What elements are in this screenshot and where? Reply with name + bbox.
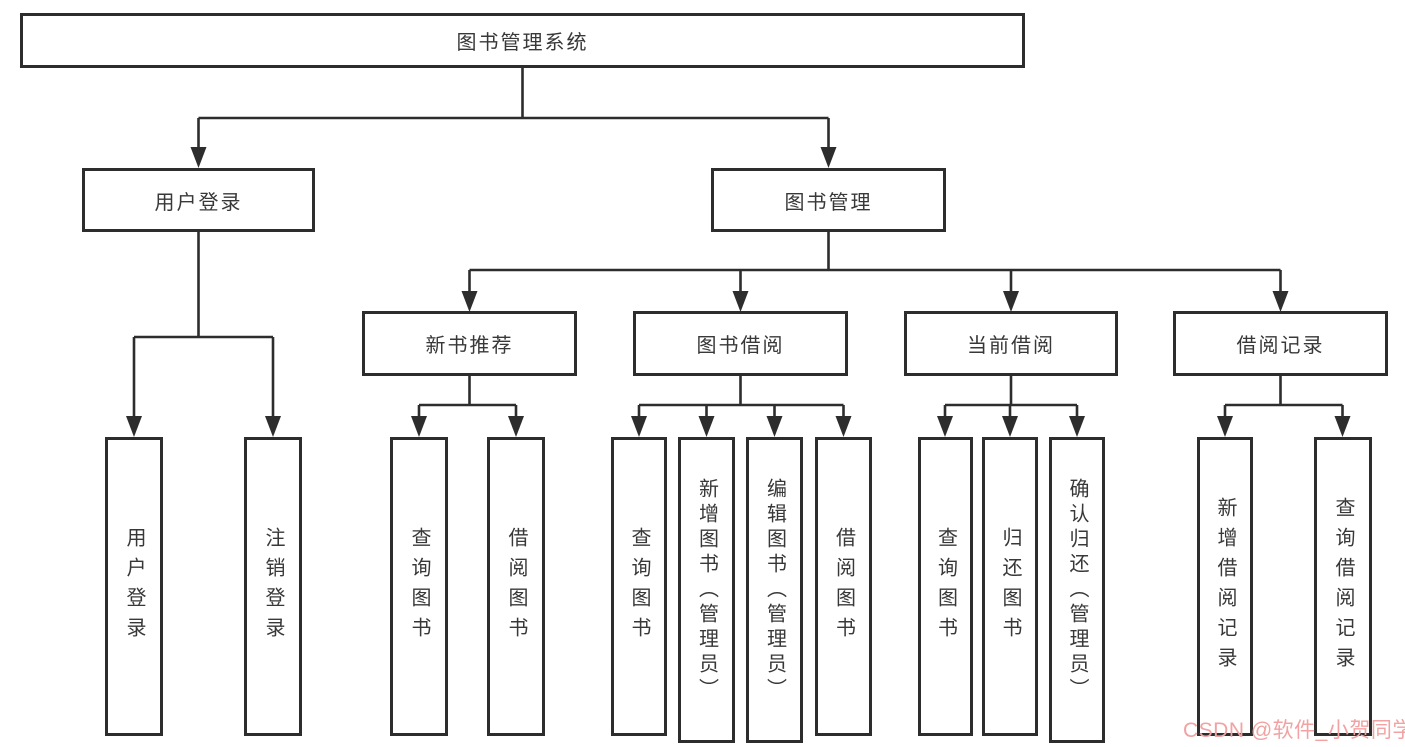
node-label: 编辑图书（管理员） (763, 477, 786, 703)
node-query-borrow-record: 查询借阅记录 (1314, 437, 1372, 736)
node-current-borrowing: 当前借阅 (904, 311, 1118, 376)
node-add-borrow-record: 新增借阅记录 (1197, 437, 1253, 736)
arrowhead (411, 416, 427, 437)
arrowhead (698, 416, 715, 437)
node-borrow-books-recommend: 借阅图书 (487, 437, 545, 736)
node-return-books: 归还图书 (982, 437, 1038, 736)
node-borrow-books: 借阅图书 (815, 437, 872, 736)
arrowhead (190, 147, 207, 168)
node-label: 注销登录 (262, 526, 284, 647)
arrowhead (766, 416, 783, 437)
tree-edges (132, 68, 1344, 419)
node-label: 用户登录 (123, 526, 145, 647)
arrowhead (508, 416, 524, 437)
node-user-login: 用户登录 (105, 437, 163, 736)
node-label: 查询借阅记录 (1332, 496, 1354, 677)
node-query-books-borrowing: 查询图书 (611, 437, 667, 736)
node-book-management: 图书管理 (711, 168, 946, 232)
arrowhead (1272, 291, 1289, 312)
node-user-login-group: 用户登录 (82, 168, 315, 232)
node-label: 确认归还（管理员） (1066, 477, 1088, 703)
arrowhead (820, 147, 837, 168)
node-label: 查询图书 (628, 526, 650, 647)
node-confirm-return-admin: 确认归还（管理员） (1049, 437, 1105, 743)
node-label: 借阅图书 (832, 526, 855, 647)
node-label: 查询图书 (934, 526, 957, 647)
arrowhead (1069, 416, 1085, 437)
arrowhead (835, 416, 852, 437)
node-label: 新增借阅记录 (1214, 496, 1236, 677)
arrowhead (461, 291, 478, 312)
arrowheads (126, 147, 1351, 437)
node-query-books-current: 查询图书 (918, 437, 973, 736)
arrowhead (1217, 416, 1233, 437)
node-logout-login: 注销登录 (244, 437, 302, 736)
node-new-book-recommendation: 新书推荐 (362, 311, 577, 376)
node-library-management-system: 图书管理系统 (20, 13, 1025, 68)
node-label: 查询图书 (408, 526, 430, 647)
arrowhead (265, 416, 281, 437)
arrowhead (126, 416, 142, 437)
node-borrowing-records: 借阅记录 (1173, 311, 1388, 376)
node-label: 归还图书 (999, 526, 1021, 647)
node-edit-books-admin: 编辑图书（管理员） (746, 437, 803, 743)
node-query-books-recommend: 查询图书 (390, 437, 448, 736)
arrowhead (732, 291, 749, 312)
csdn-watermark: CSDN @软件_小贺同学 (1183, 719, 1405, 742)
arrowhead (937, 416, 953, 437)
arrowhead (1002, 416, 1018, 437)
node-label: 借阅图书 (505, 526, 527, 647)
arrowhead (631, 416, 647, 437)
node-book-borrowing: 图书借阅 (633, 311, 848, 376)
arrowhead (1334, 416, 1351, 437)
node-label: 新增图书（管理员） (695, 477, 718, 703)
node-add-books-admin: 新增图书（管理员） (678, 437, 735, 743)
arrowhead (1003, 291, 1019, 312)
